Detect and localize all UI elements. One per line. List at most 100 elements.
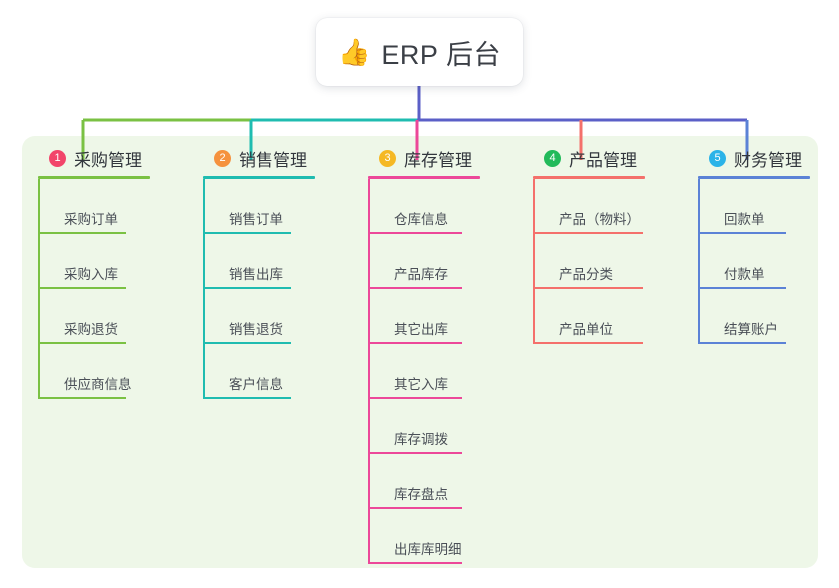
- leaf-item[interactable]: 销售订单: [203, 179, 315, 234]
- column-rule-3: [368, 176, 480, 179]
- leaf-item[interactable]: 仓库信息: [368, 179, 480, 234]
- leaf-list-5: 回款单付款单结算账户: [698, 179, 810, 344]
- column-rule-5: [698, 176, 810, 179]
- column-header-2[interactable]: 2 销售管理: [203, 145, 315, 171]
- leaf-label: 回款单: [724, 212, 765, 227]
- column-header-3[interactable]: 3 库存管理: [368, 145, 480, 171]
- leaf-spine-5: [698, 179, 700, 344]
- leaf-rule: [203, 287, 291, 289]
- leaf-rule: [368, 397, 462, 399]
- leaf-label: 供应商信息: [64, 377, 132, 392]
- leaf-spine-4: [533, 179, 535, 344]
- leaf-rule: [698, 342, 786, 344]
- module-column-2: 2 销售管理销售订单销售出库销售退货客户信息: [203, 145, 315, 399]
- leaf-label: 库存调拨: [394, 432, 448, 447]
- leaf-item[interactable]: 产品（物料）: [533, 179, 645, 234]
- leaf-label: 付款单: [724, 267, 765, 282]
- leaf-rule: [533, 287, 643, 289]
- leaf-label: 客户信息: [229, 377, 283, 392]
- leaf-item[interactable]: 其它入库: [368, 344, 480, 399]
- leaf-label: 采购订单: [64, 212, 118, 227]
- leaf-item[interactable]: 销售出库: [203, 234, 315, 289]
- leaf-label: 销售退货: [229, 322, 283, 337]
- leaf-label: 出库库明细: [394, 542, 462, 557]
- leaf-list-2: 销售订单销售出库销售退货客户信息: [203, 179, 315, 399]
- leaf-list-1: 采购订单采购入库采购退货供应商信息: [38, 179, 150, 399]
- leaf-rule: [38, 287, 126, 289]
- leaf-item[interactable]: 其它出库: [368, 289, 480, 344]
- leaf-item[interactable]: 回款单: [698, 179, 810, 234]
- leaf-item[interactable]: 客户信息: [203, 344, 315, 399]
- leaf-label: 产品单位: [559, 322, 613, 337]
- module-column-4: 4 产品管理产品（物料） 产品分类产品单位: [533, 145, 645, 344]
- leaf-item[interactable]: 产品库存: [368, 234, 480, 289]
- leaf-rule: [38, 397, 126, 399]
- leaf-label: 其它入库: [394, 377, 448, 392]
- leaf-rule: [203, 397, 291, 399]
- leaf-label: 销售订单: [229, 212, 283, 227]
- leaf-rule: [203, 342, 291, 344]
- leaf-item[interactable]: 库存盘点: [368, 454, 480, 509]
- column-title-2: 销售管理: [239, 150, 307, 170]
- leaf-item[interactable]: 库存调拨: [368, 399, 480, 454]
- column-header-1[interactable]: 1 采购管理: [38, 145, 150, 171]
- leaf-rule: [368, 507, 462, 509]
- leaf-label: 采购入库: [64, 267, 118, 282]
- leaf-label: 销售出库: [229, 267, 283, 282]
- column-badge-1: 1: [49, 149, 66, 167]
- column-badge-4: 4: [544, 149, 561, 167]
- leaf-item[interactable]: 出库库明细: [368, 509, 480, 564]
- leaf-item[interactable]: 产品单位: [533, 289, 645, 344]
- root-node-card[interactable]: 👍 ERP 后台: [316, 18, 523, 86]
- leaf-rule: [698, 232, 786, 234]
- root-node-title: ERP 后台: [381, 39, 501, 70]
- column-title-3: 库存管理: [404, 150, 472, 170]
- leaf-label: 产品库存: [394, 267, 448, 282]
- leaf-item[interactable]: 采购订单: [38, 179, 150, 234]
- leaf-rule: [368, 232, 462, 234]
- leaf-spine-2: [203, 179, 205, 399]
- leaf-spine-3: [368, 179, 370, 564]
- leaf-item[interactable]: 采购退货: [38, 289, 150, 344]
- leaf-rule: [203, 232, 291, 234]
- column-badge-3: 3: [379, 149, 396, 167]
- leaf-label: 仓库信息: [394, 212, 448, 227]
- thumbs-up-emoji: 👍: [338, 37, 371, 67]
- leaf-item[interactable]: 产品分类: [533, 234, 645, 289]
- column-badge-5: 5: [709, 149, 726, 167]
- leaf-list-4: 产品（物料） 产品分类产品单位: [533, 179, 645, 344]
- module-column-1: 1 采购管理采购订单采购入库采购退货供应商信息: [38, 145, 150, 399]
- leaf-rule: [368, 287, 462, 289]
- leaf-rule: [368, 562, 462, 564]
- column-badge-2: 2: [214, 149, 231, 167]
- leaf-rule: [38, 342, 126, 344]
- leaf-label: 结算账户: [724, 322, 778, 337]
- leaf-rule: [368, 342, 462, 344]
- leaf-label: 产品（物料）: [559, 212, 640, 227]
- column-rule-4: [533, 176, 645, 179]
- module-column-3: 3 库存管理仓库信息产品库存其它出库其它入库库存调拨库存盘点出库库明细: [368, 145, 480, 564]
- leaf-item[interactable]: 供应商信息: [38, 344, 150, 399]
- leaf-item[interactable]: 销售退货: [203, 289, 315, 344]
- leaf-label: 库存盘点: [394, 487, 448, 502]
- column-title-4: 产品管理: [569, 150, 637, 170]
- leaf-item[interactable]: 付款单: [698, 234, 810, 289]
- leaf-list-3: 仓库信息产品库存其它出库其它入库库存调拨库存盘点出库库明细: [368, 179, 480, 564]
- leaf-item[interactable]: 采购入库: [38, 234, 150, 289]
- leaf-item[interactable]: 结算账户: [698, 289, 810, 344]
- leaf-rule: [368, 452, 462, 454]
- column-title-1: 采购管理: [74, 150, 142, 170]
- leaf-rule: [698, 287, 786, 289]
- leaf-label: 产品分类: [559, 267, 613, 282]
- leaf-label: 采购退货: [64, 322, 118, 337]
- leaf-rule: [533, 342, 643, 344]
- column-rule-1: [38, 176, 150, 179]
- column-rule-2: [203, 176, 315, 179]
- column-header-4[interactable]: 4 产品管理: [533, 145, 645, 171]
- leaf-rule: [533, 232, 643, 234]
- modules-panel: [22, 136, 818, 568]
